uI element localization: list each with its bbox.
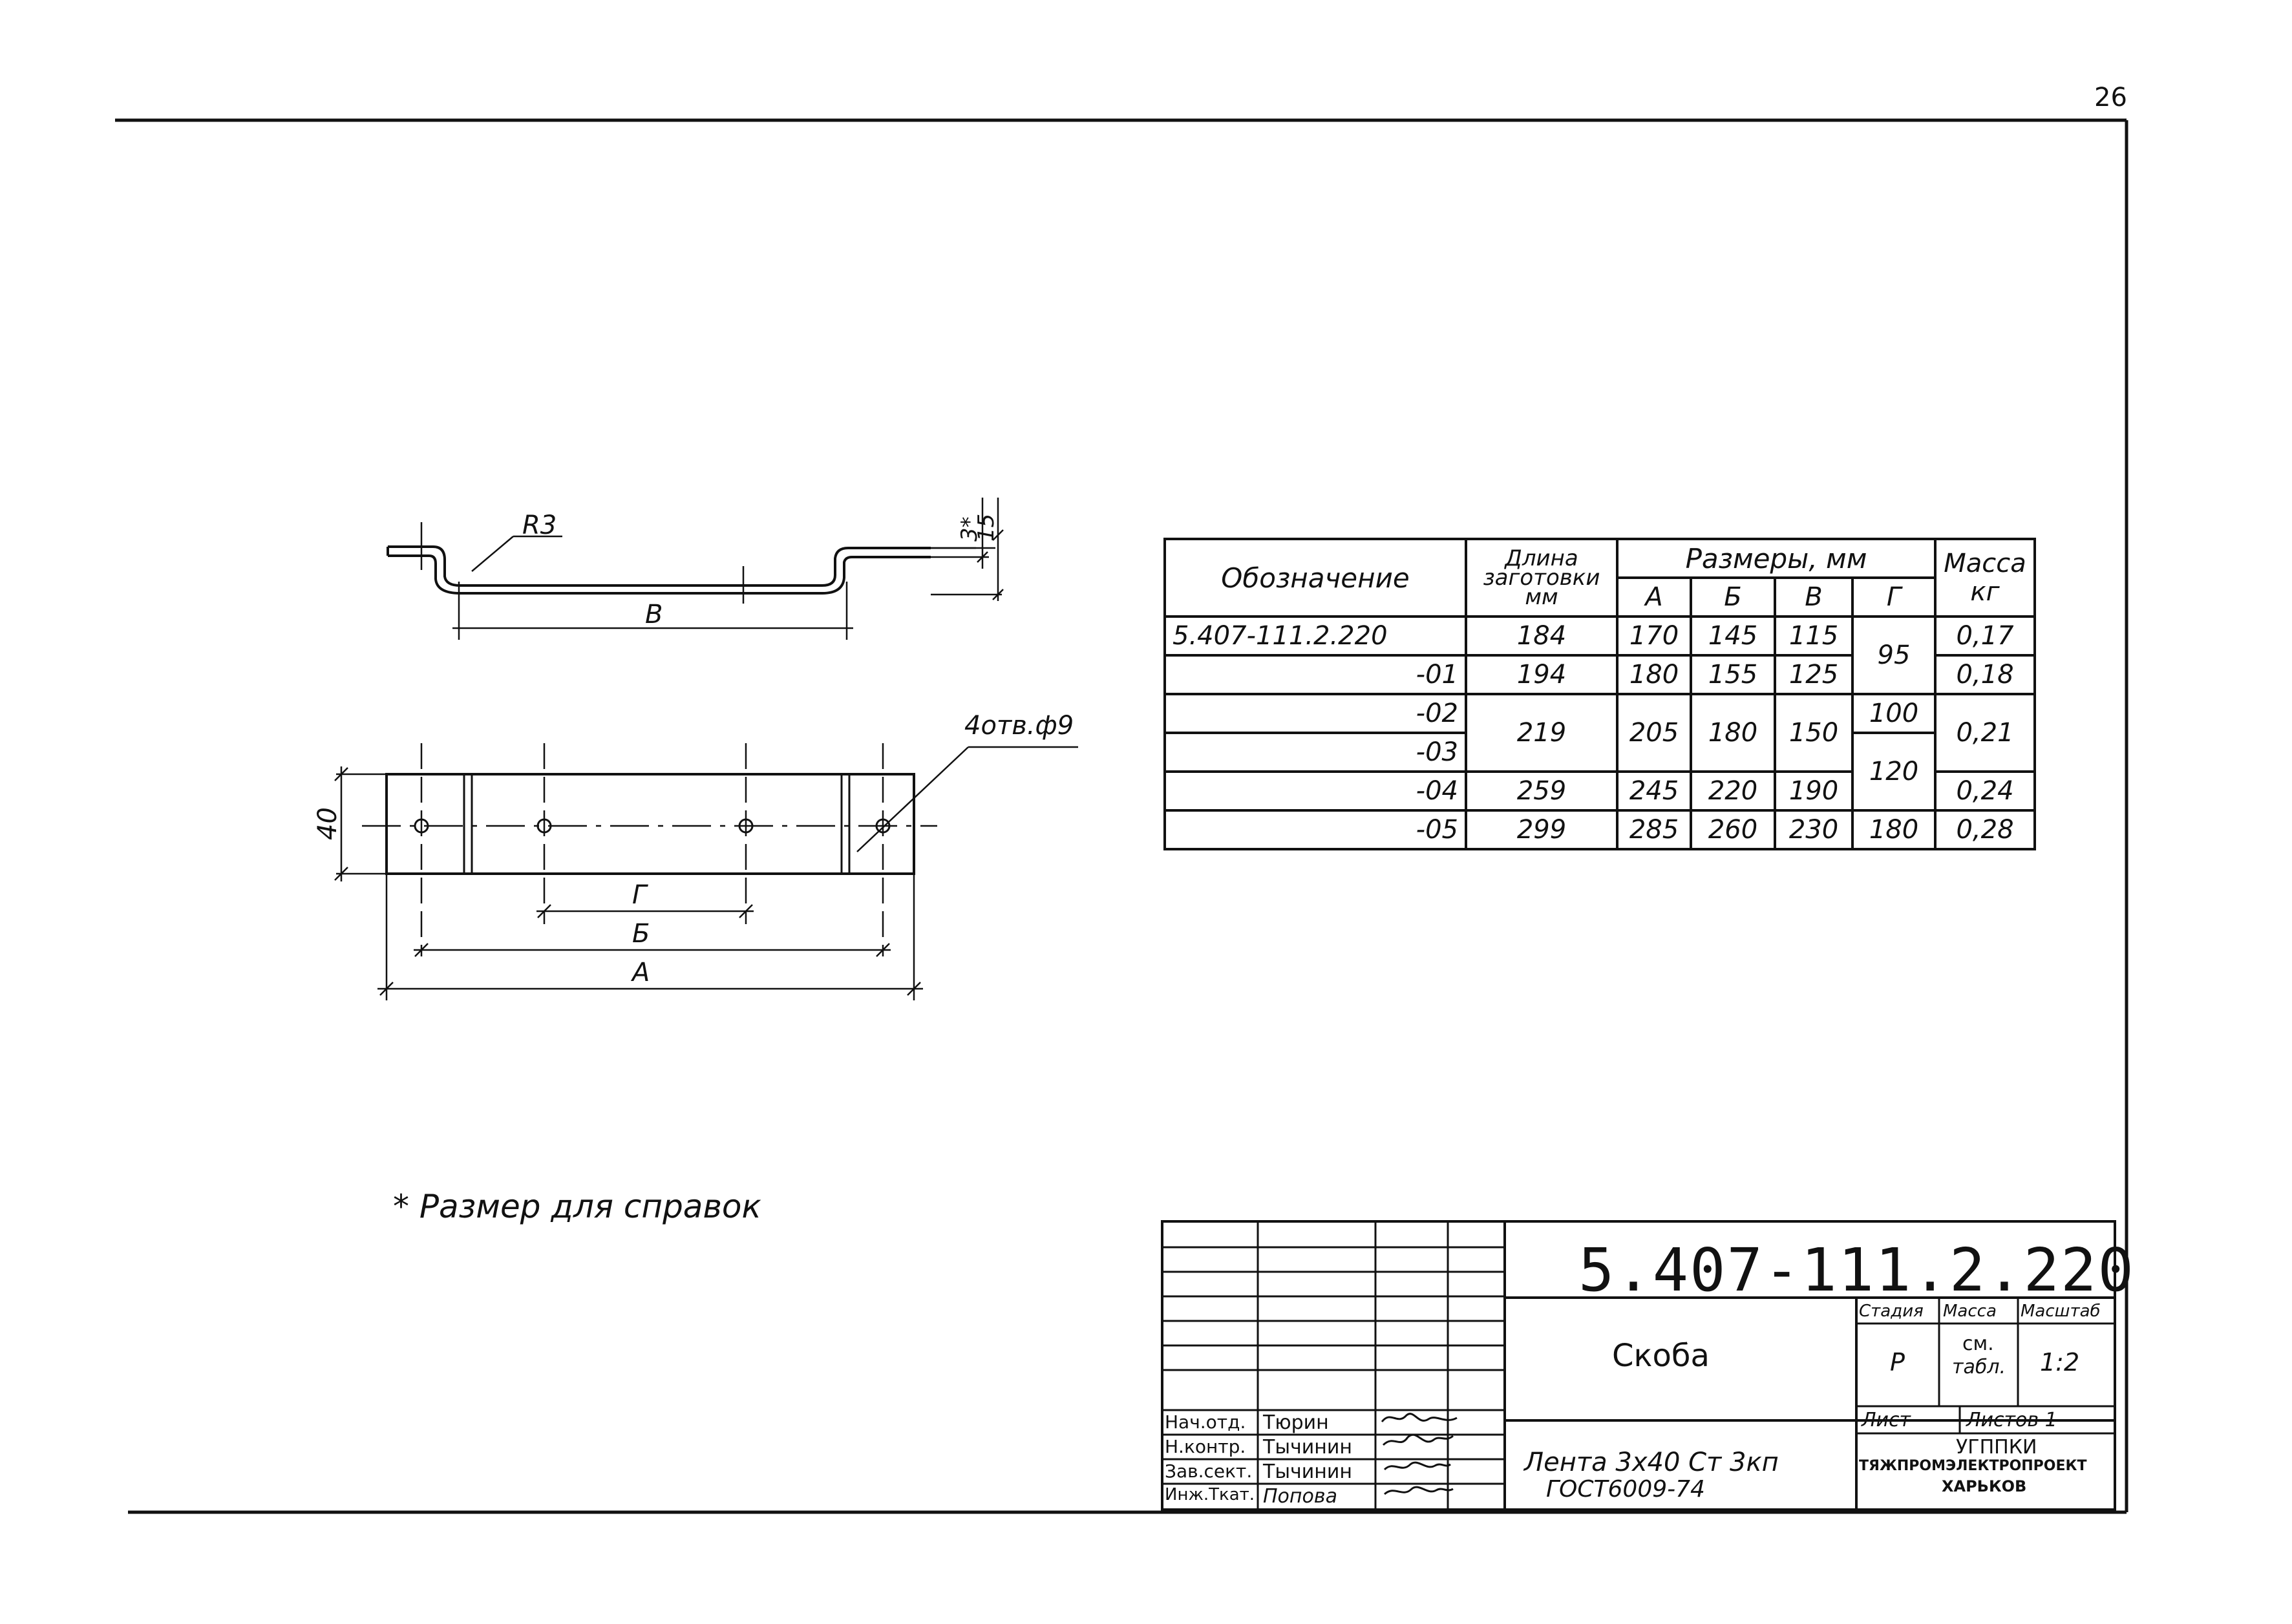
th-mass: Масса кг — [1934, 538, 2036, 618]
role-1: Нач.отд. — [1165, 1411, 1246, 1433]
row-v: 190 — [1774, 770, 1854, 812]
table-row: -04 259 245 220 190 0,24 — [1163, 770, 2036, 812]
row-designation: -01 — [1163, 654, 1467, 695]
th-b: Б — [1690, 576, 1776, 618]
table-row: -05 299 285 260 230 180 0,28 — [1163, 809, 2036, 850]
mass-value-1: см. — [1962, 1333, 1994, 1355]
row-designation: -05 — [1163, 809, 1467, 850]
row-g-merged: 120 — [1851, 732, 1937, 812]
row-b: 155 — [1690, 654, 1776, 695]
material-line-2: ГОСТ6009-74 — [1546, 1476, 1705, 1503]
dim-g-label: Г — [632, 880, 647, 910]
scale-value: 1:2 — [2040, 1348, 2080, 1376]
stage-value: Р — [1890, 1348, 1905, 1376]
mass-value-2: табл. — [1952, 1356, 2006, 1378]
row-v: 230 — [1774, 809, 1854, 850]
table-row: -03 120 — [1163, 732, 2035, 812]
row-mass: 0,24 — [1934, 770, 2036, 812]
spec-table: Обозначение Длина заготовки мм Размеры, … — [1163, 538, 2036, 850]
table-row: -02 219 205 180 150 100 0,21 — [1163, 693, 2036, 773]
side-view — [387, 498, 1004, 640]
row-designation: -02 — [1163, 693, 1467, 734]
role-2: Н.контр. — [1165, 1436, 1246, 1457]
row-length: 184 — [1465, 615, 1618, 657]
row-designation: 5.407-111.2.220 — [1163, 615, 1467, 657]
title-block-grid — [1161, 1220, 2116, 1511]
row-a: 285 — [1616, 809, 1692, 850]
page-number: 26 — [2094, 83, 2127, 112]
stage-label: Стадия — [1859, 1302, 1924, 1321]
sheet-label: Лист — [1862, 1409, 1911, 1431]
th-a: А — [1616, 576, 1692, 618]
role-4: Инж.Ткат. — [1165, 1485, 1255, 1504]
row-a: 170 — [1616, 615, 1692, 657]
mass-label: Масса — [1943, 1302, 1997, 1321]
row-g-merged: 95 — [1851, 615, 1937, 695]
part-name: Скоба — [1612, 1338, 1710, 1374]
plan-view — [334, 743, 1078, 1000]
th-g: Г — [1851, 576, 1937, 618]
row-v: 125 — [1774, 654, 1854, 695]
th-v: В — [1774, 576, 1854, 618]
row-mass: 0,18 — [1934, 654, 2036, 695]
person-4: Попова — [1263, 1485, 1337, 1508]
title-block: 5.407-111.2.220 Скоба Лента 3х40 Ст 3кп … — [1162, 1221, 2134, 1510]
material-line-1: Лента 3х40 Ст 3кп — [1524, 1448, 1779, 1477]
row-length: 299 — [1465, 809, 1618, 850]
person-3: Тычинин — [1263, 1461, 1352, 1483]
row-designation: -04 — [1163, 770, 1467, 812]
row-g: 100 — [1851, 693, 1937, 734]
sheets-label: Листов 1 — [1966, 1409, 2057, 1431]
row-g: 180 — [1851, 809, 1937, 850]
row-a: 180 — [1616, 654, 1692, 695]
scale-label: Масштаб — [2021, 1302, 2101, 1321]
row-a: 245 — [1616, 770, 1692, 812]
dim-a-label: А — [632, 958, 650, 987]
person-2: Тычинин — [1263, 1436, 1352, 1459]
row-b: 220 — [1690, 770, 1776, 812]
radius-label: R3 — [522, 511, 557, 540]
dim-15-label: 15 — [973, 513, 999, 542]
row-b-merged: 180 — [1690, 693, 1776, 773]
dim-v-label: В — [645, 600, 663, 629]
th-sizes: Размеры, мм — [1616, 538, 1937, 579]
org-line-1: УГППКИ — [1956, 1436, 2037, 1459]
row-mass: 0,28 — [1934, 809, 2036, 850]
th-length-3: мм — [1525, 584, 1558, 610]
row-mass-merged: 0,21 — [1934, 693, 2036, 773]
org-line-2: ТЯЖПРОМЭЛЕКТРОПРОЕКТ — [1859, 1458, 2087, 1474]
signatures — [1381, 1413, 1458, 1495]
th-designation: Обозначение — [1163, 538, 1467, 618]
row-b: 145 — [1690, 615, 1776, 657]
row-length-merged: 219 — [1465, 693, 1618, 773]
row-designation: -03 — [1163, 732, 1467, 773]
row-v: 115 — [1774, 615, 1854, 657]
th-length-1: Длина — [1505, 545, 1578, 571]
row-v-merged: 150 — [1774, 693, 1854, 773]
row-mass: 0,17 — [1934, 615, 2036, 657]
th-length-2: заготовки — [1483, 565, 1600, 591]
th-mass-unit: кг — [1970, 577, 2000, 607]
row-b: 260 — [1690, 809, 1776, 850]
th-length: Длина заготовки мм — [1465, 538, 1618, 618]
row-length: 259 — [1465, 770, 1618, 812]
person-1: Тюрин — [1263, 1411, 1329, 1434]
row-length: 194 — [1465, 654, 1618, 695]
org-line-3: ХАРЬКОВ — [1942, 1477, 2027, 1495]
table-row: 5.407-111.2.220 184 170 145 115 95 0,17 — [1163, 615, 2036, 695]
role-3: Зав.сект. — [1165, 1461, 1253, 1482]
holes-label: 4отв.ф9 — [964, 711, 1074, 741]
th-mass-label: Масса — [1944, 549, 2026, 578]
dim-40-label: 40 — [313, 807, 343, 840]
table-row: -01 194 180 155 125 0,18 — [1163, 654, 2036, 695]
row-a-merged: 205 — [1616, 693, 1692, 773]
reference-note: * Размер для справок — [393, 1188, 761, 1225]
dim-b-label: Б — [632, 919, 650, 949]
doc-number: 5.407-111.2.220 — [1578, 1236, 2135, 1305]
